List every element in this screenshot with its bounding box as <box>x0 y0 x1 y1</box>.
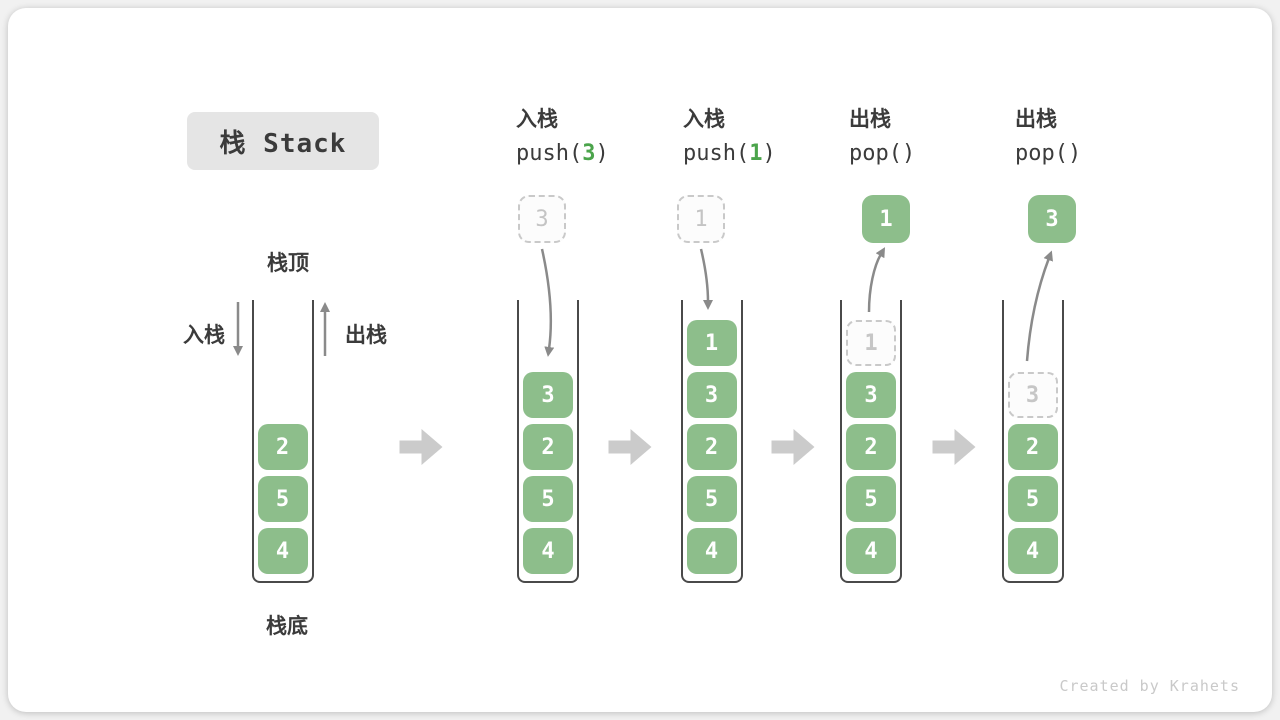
stage-operation-code: pop() <box>849 141 915 166</box>
stack-cell: 2 <box>846 424 896 470</box>
stack-container <box>840 300 902 583</box>
stack-container <box>251 300 314 583</box>
stage-operation-label: 入栈 <box>516 107 558 131</box>
stack-cell: 3 <box>686 372 737 418</box>
stack-cell: 4 <box>686 528 737 574</box>
stage-operation-label: 入栈 <box>683 107 725 131</box>
stack-cell: 2 <box>686 424 737 470</box>
popped-element-box: 1 <box>862 195 910 243</box>
stack-cell: 5 <box>1007 476 1058 522</box>
watermark: Created by Krahets <box>1059 677 1240 695</box>
stack-cell: 4 <box>846 528 896 574</box>
stack-cell: 1 <box>686 320 737 366</box>
stack-cell: 5 <box>523 476 573 522</box>
stack-cell: 5 <box>257 476 308 522</box>
stack-cell: 3 <box>523 372 573 418</box>
incoming-element-box: 3 <box>518 195 566 243</box>
stack-cell: 2 <box>1007 424 1058 470</box>
stage-operation-label: 出栈 <box>1015 107 1057 131</box>
page-title: 栈 Stack <box>187 112 379 170</box>
stack-cell: 2 <box>257 424 308 470</box>
stack-top-label: 栈顶 <box>267 251 309 275</box>
code-text: ) <box>762 141 776 166</box>
stack-cell: 5 <box>846 476 896 522</box>
stack-cell: 4 <box>1007 528 1058 574</box>
ghost-cell: 3 <box>1007 372 1058 418</box>
stack-cell: 4 <box>257 528 308 574</box>
stage-operation-label: 出栈 <box>849 107 891 131</box>
stack-bottom-label: 栈底 <box>266 614 308 638</box>
code-text: push( <box>516 141 583 166</box>
popped-element-box: 3 <box>1028 195 1076 243</box>
code-text: pop() <box>1015 141 1082 166</box>
stack-cell: 5 <box>686 476 737 522</box>
code-text: pop() <box>849 141 916 166</box>
pop-direction-label: 出栈 <box>345 323 387 347</box>
stack-cell: 2 <box>523 424 573 470</box>
stage-operation-code: push(1) <box>683 141 776 166</box>
incoming-element-box: 1 <box>677 195 725 243</box>
stage-operation-code: push(3) <box>516 141 609 166</box>
stack-container <box>680 300 743 583</box>
code-text: push( <box>683 141 750 166</box>
code-argument: 3 <box>582 141 596 166</box>
stage-operation-code: pop() <box>1015 141 1081 166</box>
ghost-cell: 1 <box>846 320 896 366</box>
push-direction-label: 入栈 <box>183 323 225 347</box>
code-text: ) <box>595 141 609 166</box>
stack-cell: 4 <box>523 528 573 574</box>
stack-container <box>1001 300 1064 583</box>
stack-cell: 3 <box>846 372 896 418</box>
stack-container <box>517 300 579 583</box>
code-argument: 1 <box>749 141 763 166</box>
